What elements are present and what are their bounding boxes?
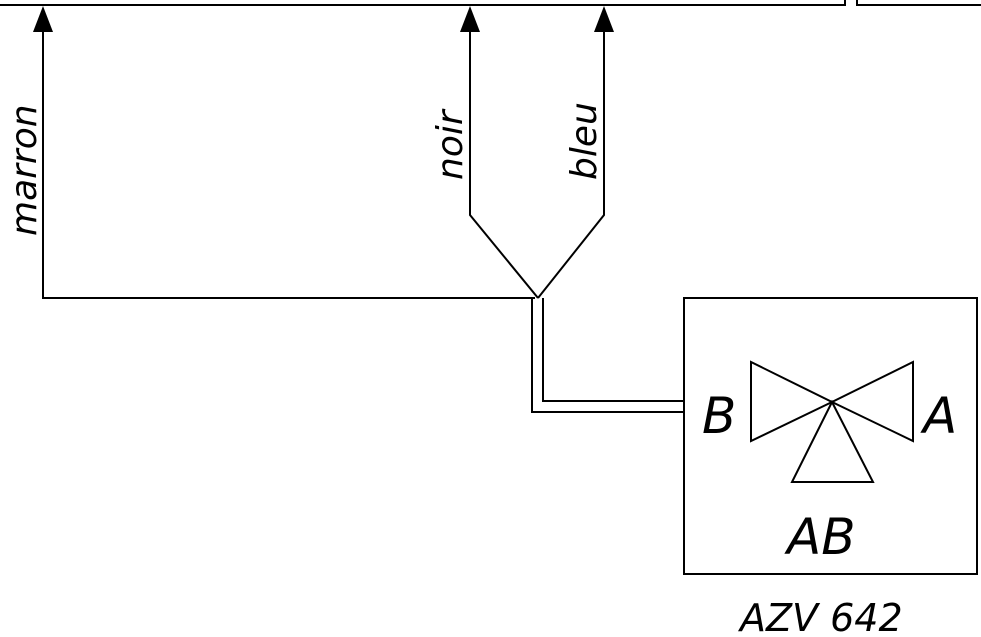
wire-blue-label: bleu xyxy=(564,102,605,180)
wire-brown: marron xyxy=(4,6,535,299)
wire-blue: bleu xyxy=(537,6,614,299)
terminal-strip-left xyxy=(0,0,846,6)
valve-bottom-triangle xyxy=(790,399,875,483)
terminal-strip-right xyxy=(856,0,981,6)
valve-azv642: B A AB AZV 642 xyxy=(683,297,978,637)
wire-brown-label: marron xyxy=(4,104,45,236)
valve-port-a: A xyxy=(920,387,957,445)
wire-black-label: noir xyxy=(430,108,471,180)
three-way-valve-icon xyxy=(750,360,914,483)
arrow-up-icon xyxy=(33,6,53,32)
cable xyxy=(531,298,684,413)
valve-left-triangle xyxy=(750,360,835,443)
wire-black: noir xyxy=(430,6,539,299)
wire-blue-line xyxy=(537,30,605,299)
wire-black-line xyxy=(469,30,539,299)
valve-port-ab: AB xyxy=(784,508,856,566)
arrow-up-icon xyxy=(460,6,480,32)
cable-outer-line xyxy=(531,298,684,413)
valve-housing xyxy=(683,297,978,575)
cable-inner-line xyxy=(542,298,684,402)
valve-model-label: AZV 642 xyxy=(737,596,903,637)
wire-brown-line xyxy=(42,30,535,299)
valve-right-triangle xyxy=(829,360,914,443)
arrow-up-icon xyxy=(594,6,614,32)
valve-port-b: B xyxy=(702,387,736,445)
